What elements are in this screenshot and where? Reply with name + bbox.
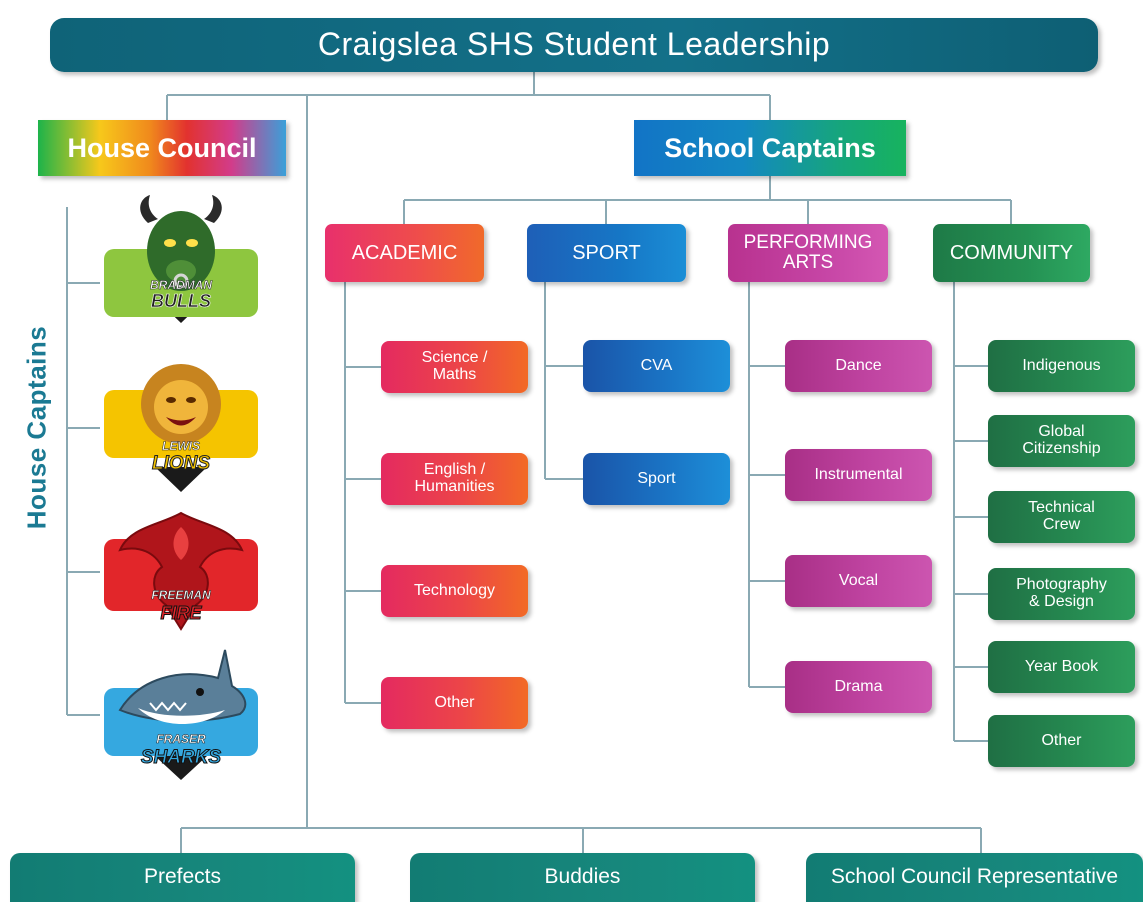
sport-item-sport: Sport xyxy=(583,453,730,505)
house-logo-bulls: BRADMAN BULLS xyxy=(100,193,262,323)
role-prefects: Prefects xyxy=(10,853,355,902)
category-community: COMMUNITY xyxy=(933,224,1090,282)
academic-item-technology: Technology xyxy=(381,565,528,617)
svg-text:BULLS: BULLS xyxy=(151,291,211,311)
phoenix-icon: FREEMAN FIRE xyxy=(104,511,258,631)
academic-item-english-humanities: English /Humanities xyxy=(381,453,528,505)
sport-item-cva: CVA xyxy=(583,340,730,392)
svg-text:BRADMAN: BRADMAN xyxy=(150,278,212,292)
category-performing-arts-line2: ARTS xyxy=(782,252,834,273)
house-captains-label: House Captains xyxy=(21,325,52,530)
arts-item-dance: Dance xyxy=(785,340,932,392)
category-performing-arts-line1: PERFORMING xyxy=(743,232,873,254)
role-buddies: Buddies xyxy=(410,853,755,902)
lion-icon: LEWIS LIONS xyxy=(104,364,258,492)
house-logo-sharks: FRASER SHARKS xyxy=(100,648,262,780)
house-council-box: House Council xyxy=(38,120,286,176)
community-item-year-book: Year Book xyxy=(988,641,1135,693)
svg-text:FRASER: FRASER xyxy=(156,732,206,746)
svg-text:FREEMAN: FREEMAN xyxy=(151,588,211,602)
svg-text:LEWIS: LEWIS xyxy=(162,439,200,453)
svg-text:LIONS: LIONS xyxy=(152,453,210,474)
community-item-indigenous: Indigenous xyxy=(988,340,1135,392)
school-captains-box: School Captains xyxy=(634,120,906,176)
house-logo-fire: FREEMAN FIRE xyxy=(100,505,262,635)
arts-item-instrumental: Instrumental xyxy=(785,449,932,501)
role-school-council-representative: School Council Representative xyxy=(806,853,1143,902)
arts-item-drama: Drama xyxy=(785,661,932,713)
shark-icon: FRASER SHARKS xyxy=(104,649,258,780)
arts-item-vocal: Vocal xyxy=(785,555,932,607)
svg-text:FIRE: FIRE xyxy=(160,603,202,623)
house-logo-lions: LEWIS LIONS xyxy=(100,362,262,492)
page-title: Craigslea SHS Student Leadership xyxy=(50,18,1098,72)
academic-item-science-maths: Science /Maths xyxy=(381,341,528,393)
academic-item-other: Other xyxy=(381,677,528,729)
community-item-photography-design: Photography& Design xyxy=(988,568,1135,620)
category-sport: SPORT xyxy=(527,224,686,282)
community-item-other: Other xyxy=(988,715,1135,767)
category-academic: ACADEMIC xyxy=(325,224,484,282)
bull-icon: BRADMAN BULLS xyxy=(104,195,258,323)
svg-text:SHARKS: SHARKS xyxy=(141,747,222,768)
